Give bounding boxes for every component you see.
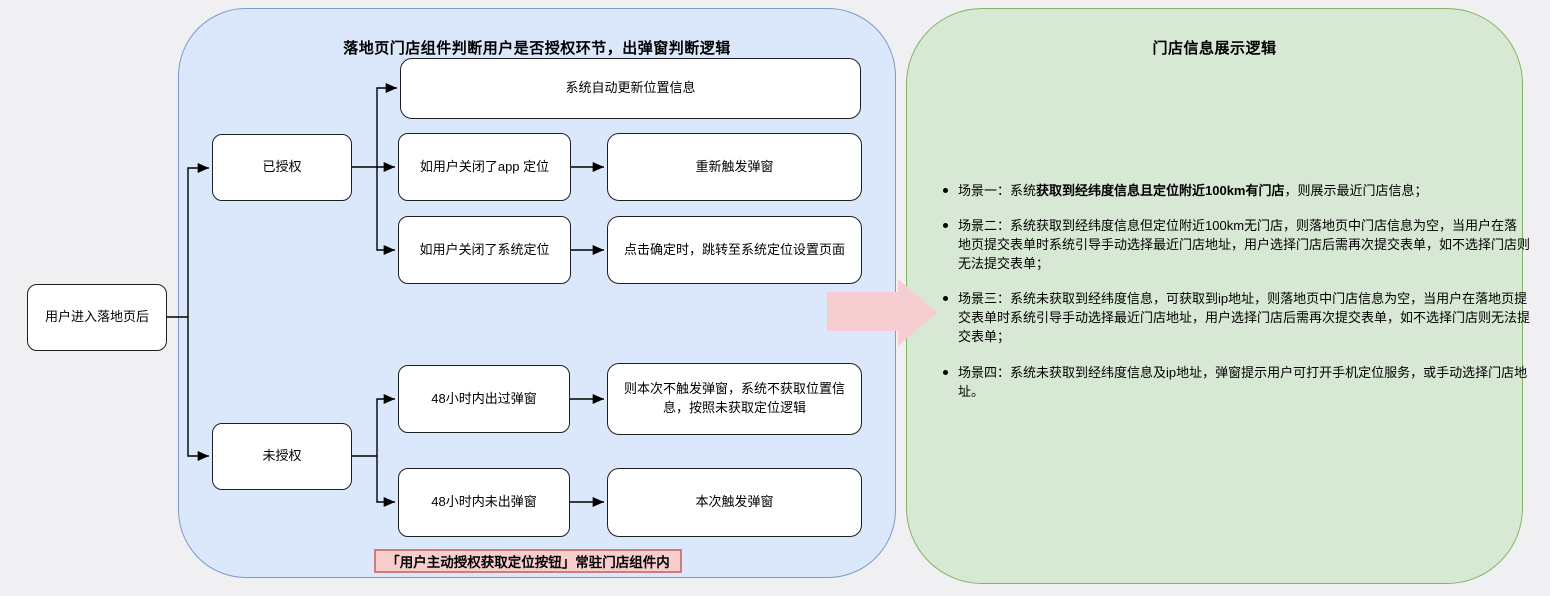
node-unauthorized: 未授权: [212, 423, 352, 490]
node-app-location-off: 如用户关闭了app 定位: [398, 133, 571, 201]
node-retrigger-popup: 重新触发弹窗: [607, 133, 862, 201]
scenario-2: 场景二：系统获取到经纬度信息但定位附近100km无门店，则落地页中门店信息为空，…: [943, 218, 1531, 271]
node-jump-to-settings: 点击确定时，跳转至系统定位设置页面: [607, 216, 862, 284]
node-no-popup-within-48h: 48小时内未出弹窗: [398, 468, 570, 537]
panel-store-info-logic: 门店信息展示逻辑: [906, 8, 1523, 584]
scenario-1: 场景一：系统获取到经纬度信息且定位附近100km有门店，则展示最近门店信息；: [943, 181, 1530, 200]
footnote-auth-button-note: 「用户主动授权获取定位按钮」常驻门店组件内: [374, 549, 682, 573]
node-trigger-popup-this-time: 本次触发弹窗: [607, 468, 862, 537]
scenario-3: 场景三：系统未获取到经纬度信息，可获取到ip地址，则落地页中门店信息为空，当用户…: [943, 291, 1531, 344]
scenario-list: 场景一：系统获取到经纬度信息且定位附近100km有门店，则展示最近门店信息； 场…: [932, 181, 1538, 417]
panel-store-info-logic-title: 门店信息展示逻辑: [1152, 40, 1277, 57]
panel-popup-logic-title: 落地页门店组件判断用户是否授权环节，出弹窗判断逻辑: [343, 40, 731, 57]
node-system-location-off: 如用户关闭了系统定位: [398, 216, 571, 284]
node-popup-shown-within-48h: 48小时内出过弹窗: [398, 365, 570, 433]
node-auto-update-location: 系统自动更新位置信息: [400, 58, 861, 119]
node-no-popup-this-time: 则本次不触发弹窗，系统不获取位置信息，按照未获取定位逻辑: [607, 363, 862, 435]
node-authorized: 已授权: [212, 134, 352, 201]
node-user-enter-landing-page: 用户进入落地页后: [27, 284, 167, 351]
scenario-4: 场景四：系统未获取到经纬度信息及ip地址，弹窗提示用户可打开手机定位服务，或手动…: [943, 363, 1530, 401]
